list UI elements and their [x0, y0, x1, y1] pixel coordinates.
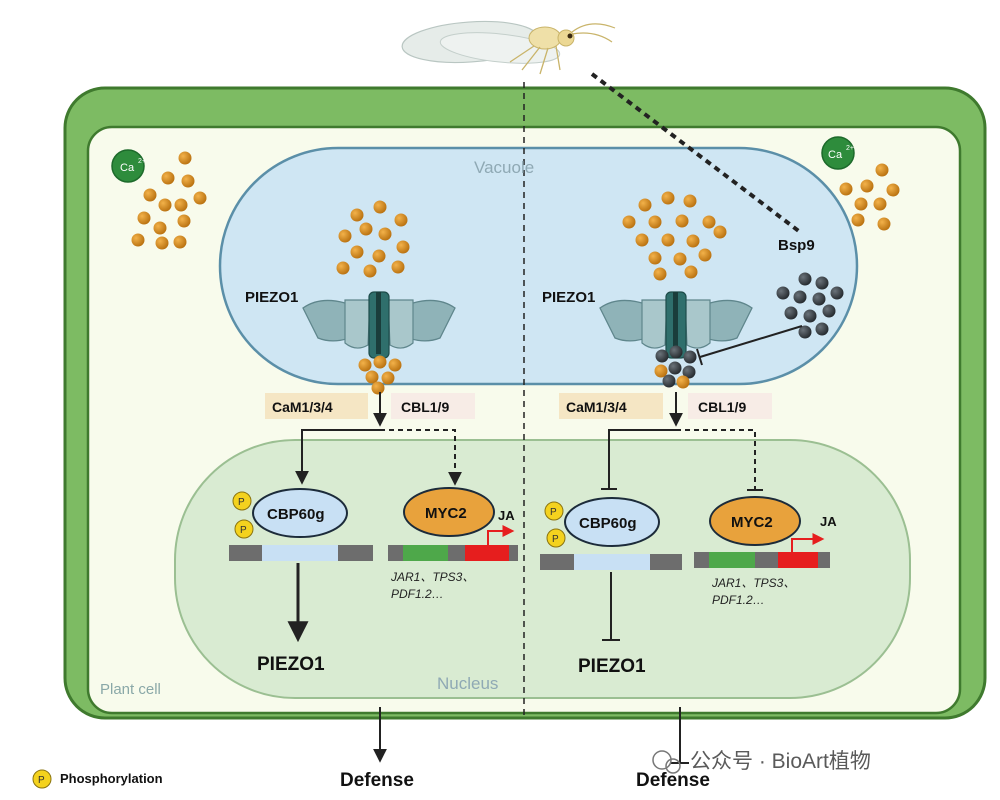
calcium-cluster-right [839, 163, 900, 231]
piezo1-label-left: PIEZO1 [245, 289, 298, 306]
cbp60g-right [564, 497, 660, 547]
watermark-text: 公众号 · BioArt植物 [690, 750, 871, 773]
ca-label-left: Ca [120, 162, 135, 174]
channel-block-right [654, 345, 697, 389]
svg-text:P: P [550, 507, 557, 518]
calcium-legend-left: Ca 2+ [111, 149, 146, 183]
bsp9-particles [776, 272, 844, 339]
ca-charge-left: 2+ [138, 158, 146, 165]
cbp60g-label-right: CBP60g [579, 515, 637, 532]
piezo1-channel-right [599, 291, 753, 359]
cam-label-right: CaM1/3/4 [566, 399, 627, 415]
phospho-left: P P [232, 491, 254, 539]
plant-cell-label: Plant cell [100, 681, 161, 698]
vacuole [218, 146, 859, 386]
defense-label-left: Defense [340, 770, 414, 791]
promoter-arrow-right [791, 533, 825, 553]
svg-text:P: P [240, 525, 247, 536]
cbl-label-left: CBL1/9 [401, 399, 449, 415]
genes-line2-right: PDF1.2… [712, 593, 765, 607]
insect-icon [401, 20, 616, 75]
piezo1-output-left: PIEZO1 [257, 654, 325, 675]
vacuolar-calcium-left [336, 200, 410, 278]
vacuolar-calcium-right [622, 191, 727, 281]
cbl-label-right: CBL1/9 [698, 399, 746, 415]
cam-inhibit-right [608, 429, 676, 489]
legend-text: Phosphorylation [60, 771, 163, 786]
cam-label-left: CaM1/3/4 [272, 399, 333, 415]
dna-myc2-right [694, 552, 830, 568]
dna-myc2-left [388, 545, 518, 561]
cam-box-left [265, 393, 368, 419]
myc2-left [403, 487, 495, 537]
phosphorylation-legend: P Phosphorylation [32, 769, 163, 789]
svg-text:P: P [238, 497, 245, 508]
svg-text:P: P [552, 534, 559, 545]
dna-cbp60g-left [229, 545, 373, 561]
myc2-label-left: MYC2 [425, 505, 467, 522]
cbp60g-label-left: CBP60g [267, 506, 325, 523]
cam-box-right [559, 393, 663, 419]
genes-line1-right: JAR1、TPS3、 [711, 576, 795, 590]
channel-calcium-left [358, 355, 402, 395]
defense-label-right: Defense [636, 770, 710, 791]
cbl-arrow-left [380, 429, 462, 486]
watermark: 公众号 · BioArt植物 [652, 750, 871, 774]
phospho-right: P P [544, 501, 566, 548]
bsp9-inhibition-bar [696, 348, 703, 366]
piezo1-output-right: PIEZO1 [578, 656, 646, 677]
ja-label-right: JA [820, 514, 837, 529]
bsp9-inhibition-line [699, 325, 803, 358]
genes-line2-left: PDF1.2… [391, 587, 444, 601]
calcium-legend-right: Ca 2+ [821, 136, 855, 170]
myc2-right [709, 496, 801, 546]
cam-arrow-left [295, 429, 380, 485]
cbp60g-left [252, 488, 348, 538]
ja-label-left: JA [498, 508, 515, 523]
ca-label-right: Ca [828, 149, 843, 161]
piezo1-label-right: PIEZO1 [542, 289, 595, 306]
genes-line1-left: JAR1、TPS3、 [390, 570, 474, 584]
nucleus-label: Nucleus [437, 674, 498, 693]
piezo1-channel-left [302, 291, 456, 359]
bsp9-label: Bsp9 [778, 237, 815, 254]
ca-charge-right: 2+ [846, 145, 854, 152]
legend-p-mark: P [38, 775, 45, 786]
cbl-box-left [391, 393, 475, 419]
vacuole-label: Vacuole [474, 158, 534, 177]
dna-cbp60g-right [540, 554, 682, 570]
promoter-arrow-left [487, 525, 515, 546]
calcium-cluster-left [131, 151, 207, 250]
cbl-box-right [688, 393, 772, 419]
cbl-inhibit-right [676, 429, 756, 490]
myc2-label-right: MYC2 [731, 514, 773, 531]
